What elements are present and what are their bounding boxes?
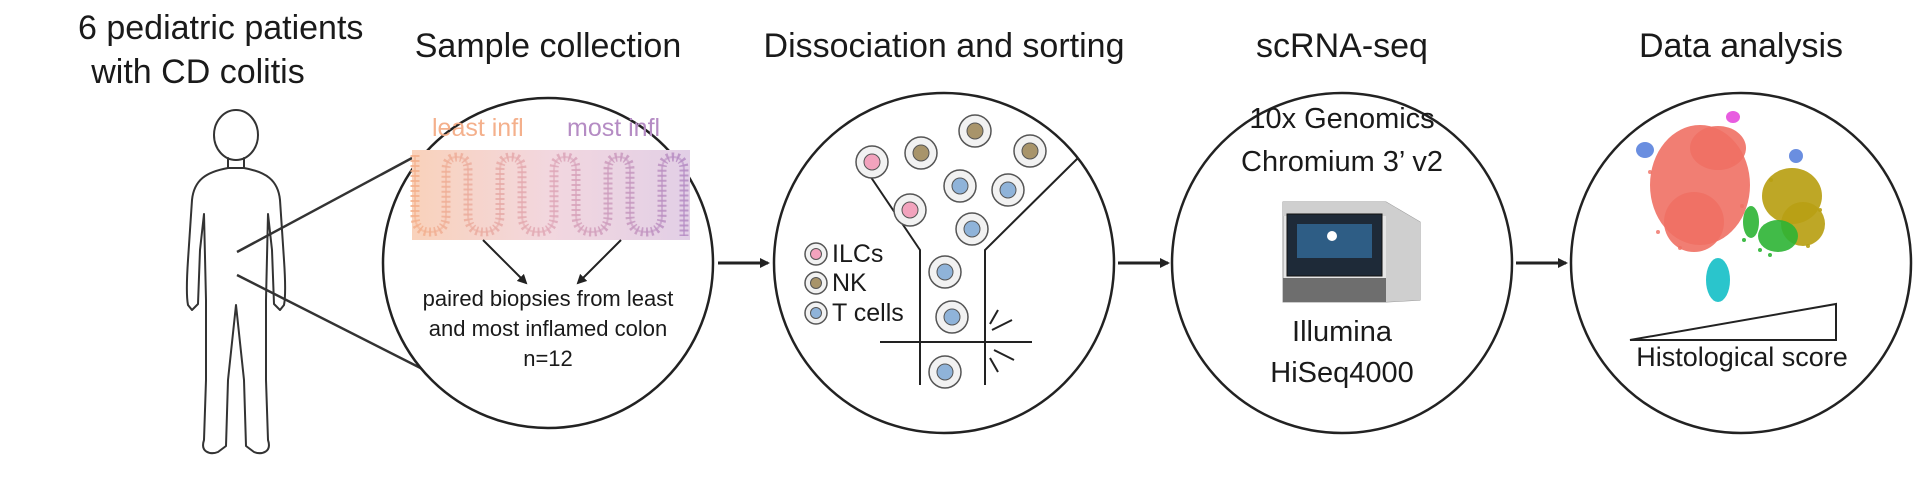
- zoom-line-top: [236, 156, 413, 254]
- patients-label-line1: 6 pediatric patients: [78, 9, 364, 47]
- cluster-salmon: [1650, 125, 1750, 252]
- sequencer-line1: Illumina: [1292, 316, 1392, 348]
- legend-swatch-ilc: [804, 242, 828, 266]
- zoom-line-bottom: [236, 273, 453, 386]
- scrnaseq-title: scRNA-seq: [1256, 27, 1428, 65]
- cell-t-cell: [928, 355, 962, 389]
- arrow-least-to-biopsy: [482, 239, 528, 285]
- cell-nk: [904, 136, 938, 170]
- cluster-magenta: [1726, 111, 1740, 123]
- cluster-cyan: [1706, 258, 1730, 302]
- cell-nk: [958, 114, 992, 148]
- sample-collection-title: Sample collection: [414, 27, 682, 65]
- cell-ilc: [893, 193, 927, 227]
- cell-t-cell: [955, 212, 989, 246]
- cell-t-cell: [928, 255, 962, 289]
- intestinal-crypt-icon: [410, 150, 690, 240]
- biopsy-caption-line2: and most inflamed colon: [428, 316, 668, 341]
- legend-swatch-t-cell: [804, 301, 828, 325]
- legend-label-nk: NK: [832, 269, 867, 297]
- umap-plot-icon: [1636, 111, 1825, 302]
- arrow-most-to-biopsy: [576, 239, 622, 285]
- sample-collection-circle: [381, 96, 715, 430]
- cell-t-cell: [935, 300, 969, 334]
- sequencer-line2: HiSeq4000: [1270, 357, 1414, 389]
- score-wedge-icon: [1629, 302, 1837, 341]
- dissociation-title: Dissociation and sorting: [763, 27, 1125, 65]
- sorting-funnel-icon: [857, 157, 1079, 385]
- most-infl-label: most infl: [567, 114, 661, 142]
- biopsy-caption-line1: paired biopsies from least: [422, 286, 674, 311]
- biopsy-caption-line3: n=12: [523, 346, 573, 371]
- legend-label-ilc: ILCs: [832, 240, 884, 268]
- legend-swatch-nk: [804, 271, 828, 295]
- data-analysis-title: Data analysis: [1638, 27, 1844, 65]
- platform-line1: 10x Genomics: [1249, 103, 1435, 135]
- platform-line2: Chromium 3’ v2: [1241, 146, 1443, 178]
- cell-group: [855, 114, 1047, 389]
- patients-label-line2: with CD colitis: [91, 53, 305, 91]
- cell-t-cell: [943, 169, 977, 203]
- cluster-blue: [1636, 142, 1803, 163]
- cell-t-cell: [991, 173, 1025, 207]
- legend-label-t-cells: T cells: [832, 299, 904, 327]
- cell-nk: [1013, 134, 1047, 168]
- legend-swatches: [804, 242, 828, 325]
- child-silhouette-icon: [185, 109, 287, 455]
- cluster-green: [1743, 206, 1798, 252]
- least-infl-label: least infl: [432, 114, 524, 142]
- cell-ilc: [855, 145, 889, 179]
- sequencer-instrument-icon: [1282, 201, 1421, 303]
- histological-score-label: Histological score: [1636, 342, 1848, 372]
